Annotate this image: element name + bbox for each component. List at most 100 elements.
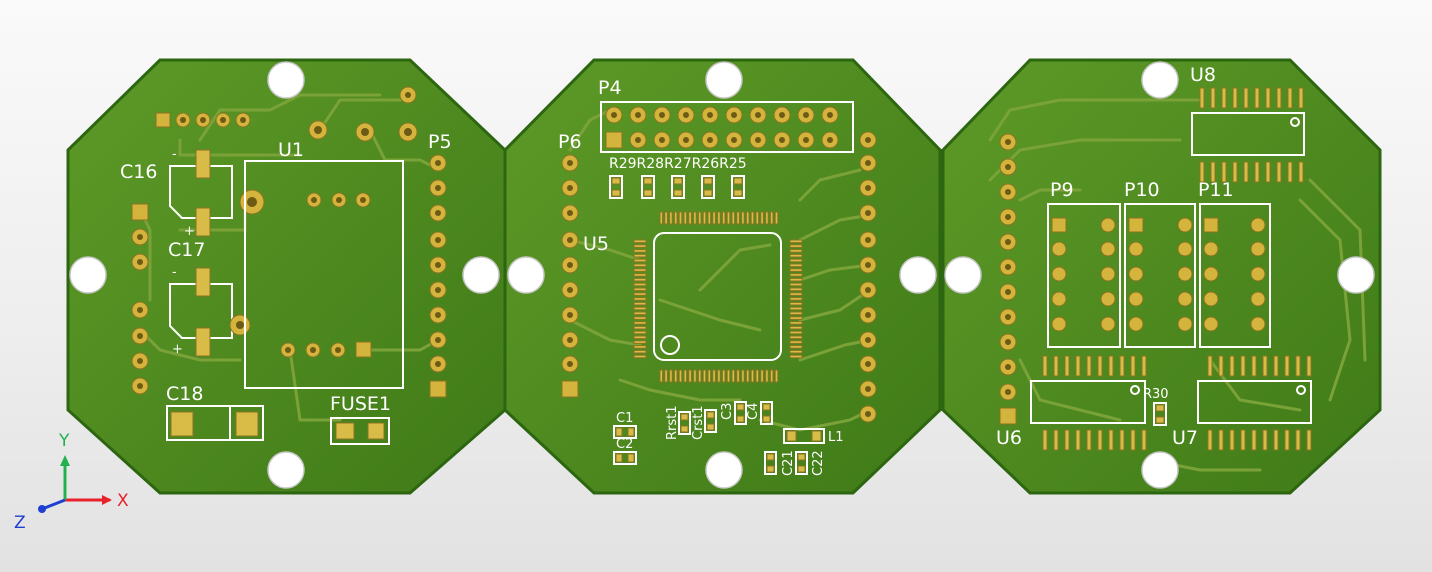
ic-pin xyxy=(1221,161,1227,183)
ic-pin xyxy=(1141,355,1147,377)
ic-pin xyxy=(1273,355,1279,377)
socket-p9: P9 xyxy=(1047,179,1121,348)
fuse-fuse1: FUSE1 xyxy=(330,393,391,445)
ic-pin xyxy=(633,292,647,296)
ic-pin xyxy=(1243,161,1249,183)
ic-pin xyxy=(633,354,647,359)
ic-pin xyxy=(1075,429,1081,451)
ic-pin xyxy=(1053,429,1059,451)
resistor-rrst1: Rrst1 xyxy=(665,405,691,440)
ic-pin xyxy=(1086,429,1092,451)
capacitor-c4: C4 xyxy=(746,401,773,425)
ic-pin xyxy=(633,282,647,287)
u5-pins xyxy=(633,211,803,383)
label-p9: P9 xyxy=(1050,179,1074,201)
ic-u7: U7 xyxy=(1172,355,1312,451)
ic-pin xyxy=(1130,429,1136,451)
ic-pin xyxy=(721,211,726,225)
ic-pin xyxy=(1119,355,1125,377)
header-p4: P4 xyxy=(598,77,854,153)
ic-pin xyxy=(1306,355,1312,377)
ic-pin xyxy=(683,211,688,225)
ic-pin xyxy=(1097,429,1103,451)
svg-text:Crst1: Crst1 xyxy=(691,405,706,440)
ic-pin xyxy=(789,263,803,268)
ic-pin xyxy=(1108,355,1114,377)
mount-hole xyxy=(705,61,743,99)
ic-pin xyxy=(789,316,803,320)
ic-pin xyxy=(789,268,803,272)
ic-pin xyxy=(1229,429,1235,451)
ic-pin xyxy=(789,354,803,359)
ic-pin xyxy=(741,211,745,225)
ic-pin xyxy=(633,239,647,244)
ic-pin xyxy=(726,369,731,383)
ic-pin xyxy=(769,369,774,383)
ic-pin xyxy=(1262,429,1268,451)
ic-pin xyxy=(789,249,803,253)
label-c18: C18 xyxy=(166,383,203,405)
ic-pin xyxy=(678,369,683,383)
ic-pin xyxy=(717,369,721,383)
ic-pin xyxy=(745,211,750,225)
x-axis-label: X xyxy=(117,491,129,511)
ic-pin xyxy=(789,330,803,335)
header-middle-right xyxy=(859,131,877,423)
ic-pin xyxy=(633,244,647,248)
ic-pin xyxy=(1243,87,1249,109)
ic-pin xyxy=(765,211,769,225)
ic-pin xyxy=(1075,355,1081,377)
ic-pin xyxy=(1298,161,1304,183)
ic-pin xyxy=(1229,355,1235,377)
ic-pin xyxy=(633,340,647,344)
resistor-r30: R30 xyxy=(1143,387,1169,426)
ic-pin xyxy=(1240,429,1246,451)
ic-pin xyxy=(633,249,647,253)
ic-pin xyxy=(789,282,803,287)
mount-hole xyxy=(1141,451,1179,489)
ic-pin xyxy=(707,369,712,383)
ic-pin xyxy=(673,369,678,383)
ic-pin xyxy=(1284,429,1290,451)
svg-text:+: + xyxy=(184,224,195,239)
ic-pin xyxy=(789,301,803,306)
ic-pin xyxy=(633,287,647,292)
resistors-r25-r29: R29R28R27R26R25 xyxy=(609,156,747,199)
socket-p11: P11 xyxy=(1198,179,1271,348)
ic-u6: U6 xyxy=(996,355,1147,451)
ic-pin xyxy=(1254,87,1260,109)
ic-pin xyxy=(1064,355,1070,377)
ic-pin xyxy=(1273,429,1279,451)
ic-pin xyxy=(1295,429,1301,451)
ic-pin xyxy=(1298,87,1304,109)
ic-pin xyxy=(633,273,647,277)
ic-pin xyxy=(755,369,760,383)
right-board: U8 P9 P10 xyxy=(941,58,1382,495)
ic-pin xyxy=(659,369,664,383)
svg-text:C4: C4 xyxy=(746,403,761,420)
ic-pin xyxy=(707,211,712,225)
header-p6: P6 xyxy=(558,131,582,398)
x-axis-arrow xyxy=(102,495,112,505)
u5-microcontroller: U5 xyxy=(583,211,803,383)
ic-pin xyxy=(726,211,731,225)
ic-pin xyxy=(1284,355,1290,377)
mount-hole xyxy=(1337,256,1375,294)
ic-pin xyxy=(789,253,803,258)
ic-pin xyxy=(633,306,647,311)
ic-pin xyxy=(1097,355,1103,377)
u1-module: U1 xyxy=(244,139,404,389)
mount-hole xyxy=(69,256,107,294)
ic-pin xyxy=(1265,87,1271,109)
header-top-left xyxy=(155,112,251,128)
u6-pins xyxy=(1042,355,1147,451)
ic-pin xyxy=(1199,87,1205,109)
ic-pin xyxy=(741,369,745,383)
ic-pin xyxy=(1119,429,1125,451)
ic-pin xyxy=(633,263,647,268)
label-p5: P5 xyxy=(428,131,452,153)
ic-pin xyxy=(633,301,647,306)
mount-hole xyxy=(462,256,500,294)
ic-pin xyxy=(789,311,803,316)
